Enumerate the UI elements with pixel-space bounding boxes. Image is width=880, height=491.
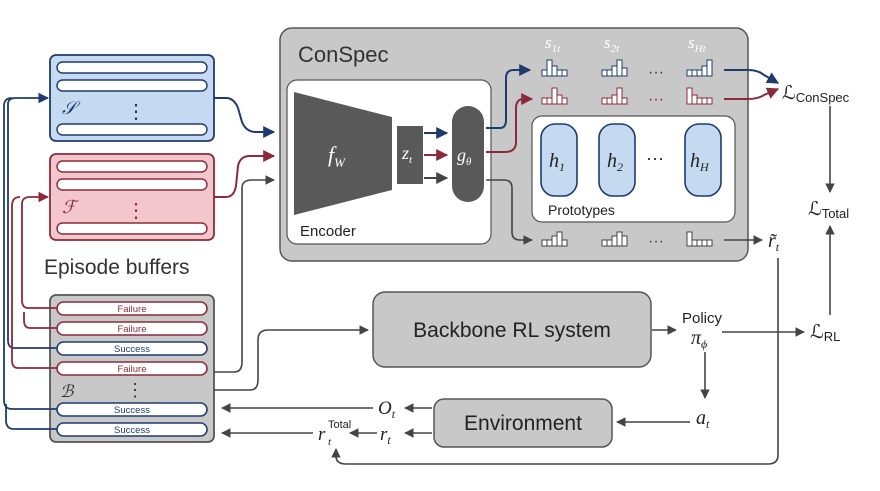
- buffer-b-row-success-2: Success: [56, 402, 208, 417]
- l-total-label: ℒTotal: [808, 199, 849, 221]
- arrow-s-to-encoder: [214, 97, 276, 138]
- hist-blue-hdots: ···: [648, 64, 664, 81]
- hist-gray-2: [601, 231, 628, 247]
- buffer-s-row: [56, 61, 208, 74]
- arrow-b-to-backbone: [214, 325, 369, 391]
- h1-label: h1: [549, 150, 565, 174]
- buffer-b-row-text: Failure: [117, 324, 146, 335]
- loop-success-to-s-3: [5, 404, 57, 430]
- encoder-trapezoid: [294, 92, 392, 215]
- buffer-b-row-text: Failure: [117, 364, 146, 375]
- loop-success-to-s-2: [3, 97, 57, 410]
- prototypes-hdots: ···: [646, 148, 664, 168]
- r-t-label: rt: [380, 424, 391, 447]
- prototype-hH: [684, 123, 722, 197]
- environment-box: [433, 398, 613, 448]
- hH-label: hH: [690, 150, 710, 174]
- hist-red-hdots: ···: [648, 91, 664, 108]
- loop-failure-to-f-1: [21, 191, 57, 309]
- hist-blue-2: [601, 59, 628, 77]
- buffer-f-row: [56, 222, 208, 235]
- buffer-b-row-text: Failure: [117, 304, 146, 315]
- loop-failure-to-f-3: [11, 196, 57, 369]
- g-theta-box: [452, 106, 484, 202]
- hist-gray-hdots: ···: [648, 233, 664, 250]
- sH-label: sHt: [688, 33, 707, 55]
- buffer-f-row: [56, 160, 208, 173]
- buffer-b-row-success-3: Success: [56, 422, 208, 437]
- buffer-b-row-failure-2: Failure: [56, 321, 208, 336]
- policy-label: Policy: [682, 310, 723, 327]
- hist-red-H: [686, 87, 713, 105]
- arrow-rtilde-to-rtotal: [331, 258, 779, 465]
- buffer-b-row-success-1: Success: [56, 341, 208, 356]
- r-total-sup: Total: [328, 419, 351, 431]
- r-tilde-label: r̃t: [768, 230, 780, 254]
- consper-title: ConSpec: [298, 42, 389, 67]
- arrow-g-dark-hist: [486, 179, 533, 245]
- prototype-h1: [540, 123, 578, 197]
- s2-label: s2t: [604, 33, 620, 55]
- hist-gray-1: [541, 231, 568, 247]
- buffer-b-row-failure-3: Failure: [56, 361, 208, 376]
- r-total-label: r: [318, 424, 326, 445]
- a-t-label: at: [696, 407, 710, 431]
- buffer-s-row: [56, 79, 208, 92]
- arrow-b-to-encoder: [214, 175, 275, 373]
- buffer-b-row-text: Success: [114, 405, 150, 416]
- buffer-b-row-text: Success: [114, 425, 150, 436]
- buffer-f-row: [56, 178, 208, 191]
- environment-label: Environment: [464, 412, 582, 435]
- prototype-h2: [598, 123, 636, 197]
- r-total-sub: t: [328, 436, 332, 448]
- hist-blue-H: [686, 59, 713, 77]
- arrow-g-blue-hist: [486, 64, 532, 129]
- loop-failure-to-f-2: [23, 312, 57, 329]
- g-theta-label: gθ: [457, 145, 472, 168]
- hist-gray-H: [686, 231, 713, 247]
- backbone-rl-box: [372, 291, 652, 368]
- buffer-s-vdots: ⋮: [126, 101, 146, 123]
- encoder-label: Encoder: [300, 223, 356, 240]
- buffer-s-row: [56, 123, 208, 136]
- h2-label: h2: [607, 150, 623, 174]
- buffer-b-vdots: ⋮: [126, 380, 144, 400]
- hist-blue-1: [541, 59, 568, 77]
- b-label: ℬ: [60, 382, 75, 401]
- o-t-label: Ot: [378, 398, 396, 421]
- f-w-label: fW: [328, 142, 346, 170]
- prototypes-label: Prototypes: [548, 202, 615, 218]
- arrow-red-to-lconspec: [724, 87, 780, 100]
- buffer-b-row-failure-1: Failure: [56, 301, 208, 316]
- buffer-f-vdots: ⋮: [126, 200, 146, 222]
- f-label: ℱ: [62, 197, 79, 217]
- s1-label: s1t: [545, 33, 561, 55]
- hist-red-1: [541, 87, 568, 105]
- pi-phi-label: πϕ: [691, 327, 707, 351]
- arrow-f-to-encoder: [214, 150, 276, 198]
- episode-buffers-label: Episode buffers: [44, 256, 190, 279]
- l-conspec-label: ℒConSpec: [782, 83, 850, 105]
- backbone-rl-label: Backbone RL system: [413, 319, 611, 342]
- z-t-label: zt: [401, 143, 413, 166]
- hist-red-2: [601, 87, 628, 105]
- buffer-b-row-text: Success: [114, 344, 150, 355]
- z-t-box: [397, 126, 423, 184]
- arrow-blue-to-lconspec: [724, 69, 780, 84]
- arrow-g-red-hist: [486, 93, 534, 153]
- l-rl-label: ℒRL: [810, 322, 840, 344]
